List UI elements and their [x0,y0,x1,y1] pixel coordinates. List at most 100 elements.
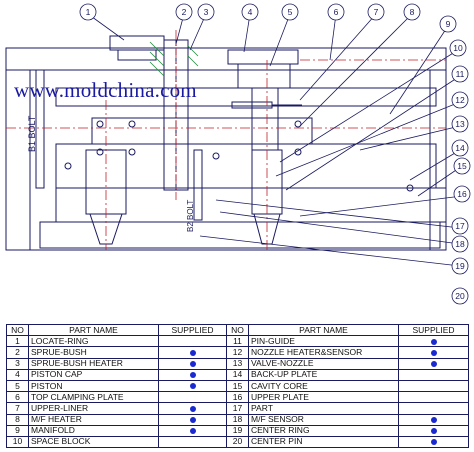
piston-cap [227,49,299,65]
callout-14 [451,139,469,157]
callout-12 [451,91,469,109]
part-number: 16 [226,391,249,404]
part-name: SPACE BLOCK [28,435,159,449]
supplied-dot-icon [189,372,196,379]
b1-bolt-label: B1 BOLT [27,115,37,152]
supplied-dot-icon [189,349,196,356]
part-number: 20 [226,435,249,449]
callout-19 [451,257,469,275]
space-block-left [5,69,31,251]
part-name: CENTER RING [248,424,399,437]
part-number: 18 [226,413,249,426]
part-number: 8 [6,413,29,426]
callout-label-15: 15 [457,161,467,171]
part-number: 3 [6,357,29,370]
callout-11 [451,65,469,83]
supplied-cell [158,402,227,415]
callout-label-8: 8 [410,7,415,17]
callout-18 [451,235,469,253]
part-number: 15 [226,379,249,393]
part-number: 19 [226,424,249,437]
callout-1 [79,3,97,21]
callout-8 [403,3,421,21]
callout-label-9: 9 [446,19,451,29]
callout-label-3: 3 [204,7,209,17]
callout-label-14: 14 [455,143,465,153]
part-name: M/F HEATER [28,413,159,426]
part-name: UPPER PLATE [248,391,399,404]
callout-label-7: 7 [374,7,379,17]
callout-label-4: 4 [248,7,253,17]
callout-label-12: 12 [455,95,465,105]
supplied-cell [158,391,227,404]
part-number: 9 [6,424,29,437]
callout-label-13: 13 [455,119,465,129]
callout-17 [451,217,469,235]
callout-label-2: 2 [182,7,187,17]
callout-7 [367,3,385,21]
callout-label-5: 5 [288,7,293,17]
cavity-core-plate [39,221,441,249]
part-number: 14 [226,368,249,381]
callout-16 [453,185,471,203]
part-name: LOCATE-RING [28,335,159,348]
part-name: PART [248,402,399,415]
supplied-dot-icon [430,338,437,345]
supplied-cell [398,413,469,426]
header-supplied-right: SUPPLIED [398,323,469,337]
b1-bolt-shank [35,69,45,189]
callout-20 [451,287,469,305]
part-number: 17 [226,402,249,415]
callout-13 [451,115,469,133]
supplied-cell [398,368,469,381]
part-name: SPRUE-BUSH HEATER [28,357,159,370]
callout-10 [449,39,467,57]
callout-4 [241,3,259,21]
supplied-cell [398,402,469,415]
top-clamping-plate [5,47,447,71]
callout-label-20: 20 [455,291,465,301]
header-part-name-right: PART NAME [248,323,399,337]
supplied-dot-icon [430,439,437,446]
part-number: 7 [6,402,29,415]
supplied-cell [398,335,469,348]
part-number: 6 [6,391,29,404]
part-name: CAVITY CORE [248,379,399,393]
part-name: TOP CLAMPING PLATE [28,391,159,404]
supplied-dot-icon [189,428,196,435]
supplied-cell [398,435,469,449]
supplied-dot-icon [189,383,196,390]
space-block-right [429,69,447,251]
header-no-right: NO [226,323,249,337]
supplied-dot-icon [430,416,437,423]
part-name: VALVE-NOZZLE [248,357,399,370]
callout-label-19: 19 [455,261,465,271]
part-name: PIN-GUIDE [248,335,399,348]
nozzle-left-tip [89,213,123,245]
callout-label-6: 6 [334,7,339,17]
header-part-name-left: PART NAME [28,323,159,337]
supplied-cell [398,357,469,370]
supplied-dot-icon [189,360,196,367]
part-number: 5 [6,379,29,393]
supplied-cell [158,413,227,426]
callout-label-16: 16 [457,189,467,199]
part-name: CENTER PIN [248,435,399,449]
part-name: PISTON CAP [28,368,159,381]
back-up-plate [55,143,437,189]
supplied-cell [158,335,227,348]
manifold-block [91,117,313,145]
callout-9 [439,15,457,33]
part-number: 13 [226,357,249,370]
table-header-row: NO PART NAME SUPPLIED NO PART NAME SUPPL… [6,323,469,337]
part-number: 1 [6,335,29,348]
supplied-cell [158,357,227,370]
callout-15 [453,157,471,175]
